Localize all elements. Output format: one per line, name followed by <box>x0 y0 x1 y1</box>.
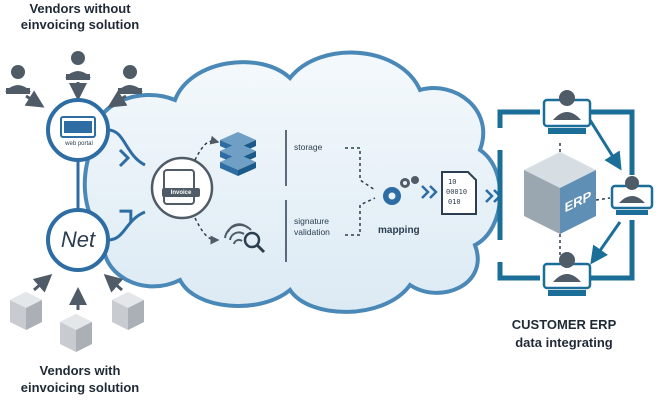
gears-icon <box>383 176 419 205</box>
fingerprint-search-icon <box>224 223 266 254</box>
erp-user-icon-right <box>610 176 654 215</box>
erp-user-icon-bottom <box>542 252 592 296</box>
vendors-with-label-line1: Vendors with <box>39 363 121 378</box>
chevron-icon <box>119 209 133 223</box>
erp-frame <box>497 109 635 281</box>
signature-label-line2: validation <box>294 227 330 237</box>
binary-file-icon <box>441 171 477 215</box>
storage-label: storage <box>294 142 323 152</box>
binary-line3: 010 <box>448 198 461 206</box>
chevron-icon <box>118 148 131 168</box>
invoice-doc-label: Invoice <box>170 190 192 196</box>
net-label: Net <box>60 227 96 252</box>
invoice-document-icon <box>150 156 214 220</box>
vendor-user-icon-1 <box>5 65 31 94</box>
cloud <box>82 50 502 314</box>
web-portal-label: web portal <box>65 141 93 147</box>
data-integrating-label: data integrating <box>515 335 613 350</box>
vendors-without-label-line1: Vendors without <box>29 1 131 16</box>
database-stack-icon <box>220 132 256 176</box>
vendors-without-label-line2: einvoicing solution <box>20 17 140 32</box>
vendors-with-label-line2: einvoicing solution <box>20 380 140 395</box>
vendor-user-icon-3 <box>117 65 143 94</box>
erp-server-icon <box>524 152 596 234</box>
vendor-user-icon-2 <box>65 51 91 80</box>
mapping-label: mapping <box>378 225 420 236</box>
binary-line2: 00010 <box>446 188 468 196</box>
signature-label-line1: signature <box>294 216 329 226</box>
vendor-cube-icon-2 <box>60 314 92 352</box>
vendor-cube-icon-1 <box>10 292 42 330</box>
erp-user-icon-top <box>542 90 592 134</box>
customer-erp-label: CUSTOMER ERP <box>511 317 617 332</box>
web-portal-node <box>46 98 110 162</box>
vendor-cube-icon-3 <box>112 292 144 330</box>
binary-line1: 10 <box>448 178 457 186</box>
